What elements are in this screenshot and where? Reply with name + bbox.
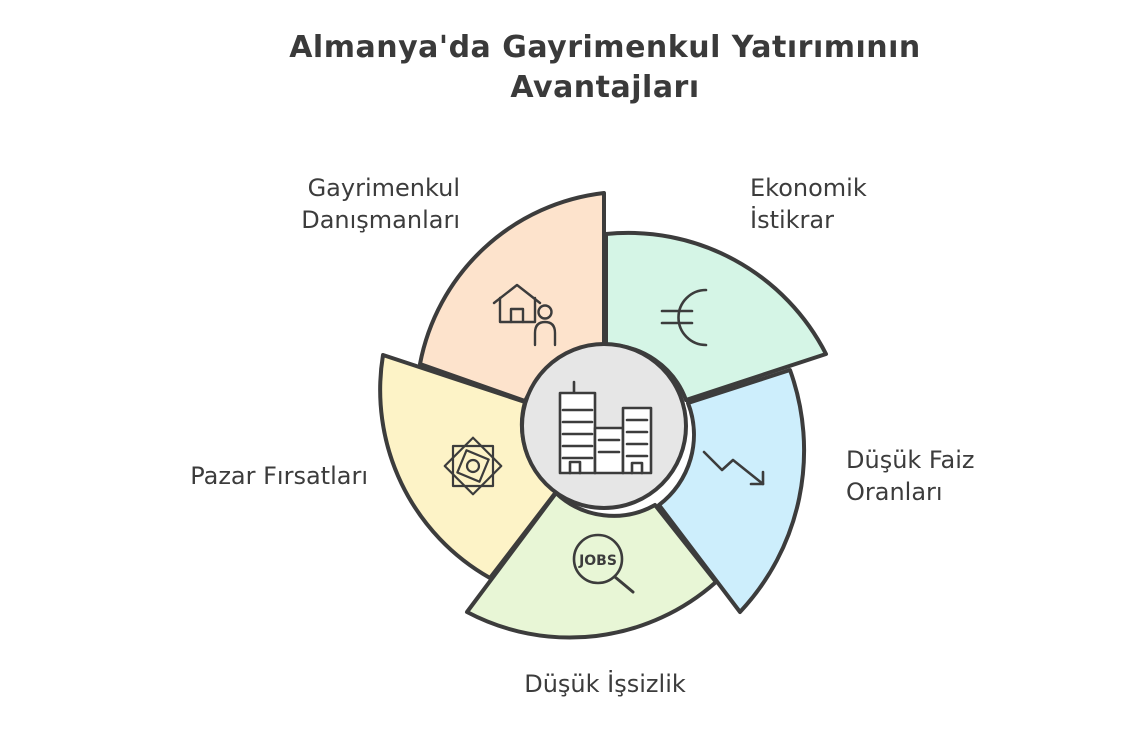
label-market-line-1: Pazar Fırsatları (190, 462, 368, 490)
label-advisors: Gayrimenkul Danışmanları (250, 172, 460, 236)
diagram-title: Almanya'da Gayrimenkul Yatırımının Avant… (0, 28, 1135, 108)
center-circle (520, 342, 688, 510)
label-advisors-line-1: Gayrimenkul (307, 174, 460, 202)
label-market: Pazar Fırsatları (110, 460, 368, 492)
label-unemployment: Düşük İşsizlik (420, 668, 790, 700)
label-interest-line-1: Düşük Faiz (846, 446, 975, 474)
jobs-icon-text: JOBS (578, 553, 617, 569)
label-economy: Ekonomik İstikrar (750, 172, 970, 236)
jobs-search-icon: JOBS (572, 533, 635, 594)
house-person-icon (492, 283, 557, 347)
label-interest-line-2: Oranları (846, 478, 943, 506)
label-unemployment-line-1: Düşük İşsizlik (524, 670, 686, 698)
euro-icon (660, 288, 708, 347)
segment-interest (657, 368, 807, 614)
buildings-icon (558, 380, 653, 475)
segment-advisors (418, 191, 606, 403)
title-line-2: Avantajları (510, 70, 700, 105)
star-ornament-icon (443, 436, 503, 496)
title-line-1: Almanya'da Gayrimenkul Yatırımının (289, 30, 921, 65)
label-advisors-line-2: Danışmanları (301, 206, 460, 234)
label-economy-line-2: İstikrar (750, 206, 834, 234)
center-hub (520, 342, 688, 510)
segment-interest-shape (657, 368, 807, 614)
label-economy-line-1: Ekonomik (750, 174, 867, 202)
trend-down-icon (702, 450, 765, 486)
label-interest: Düşük Faiz Oranları (846, 444, 1066, 508)
